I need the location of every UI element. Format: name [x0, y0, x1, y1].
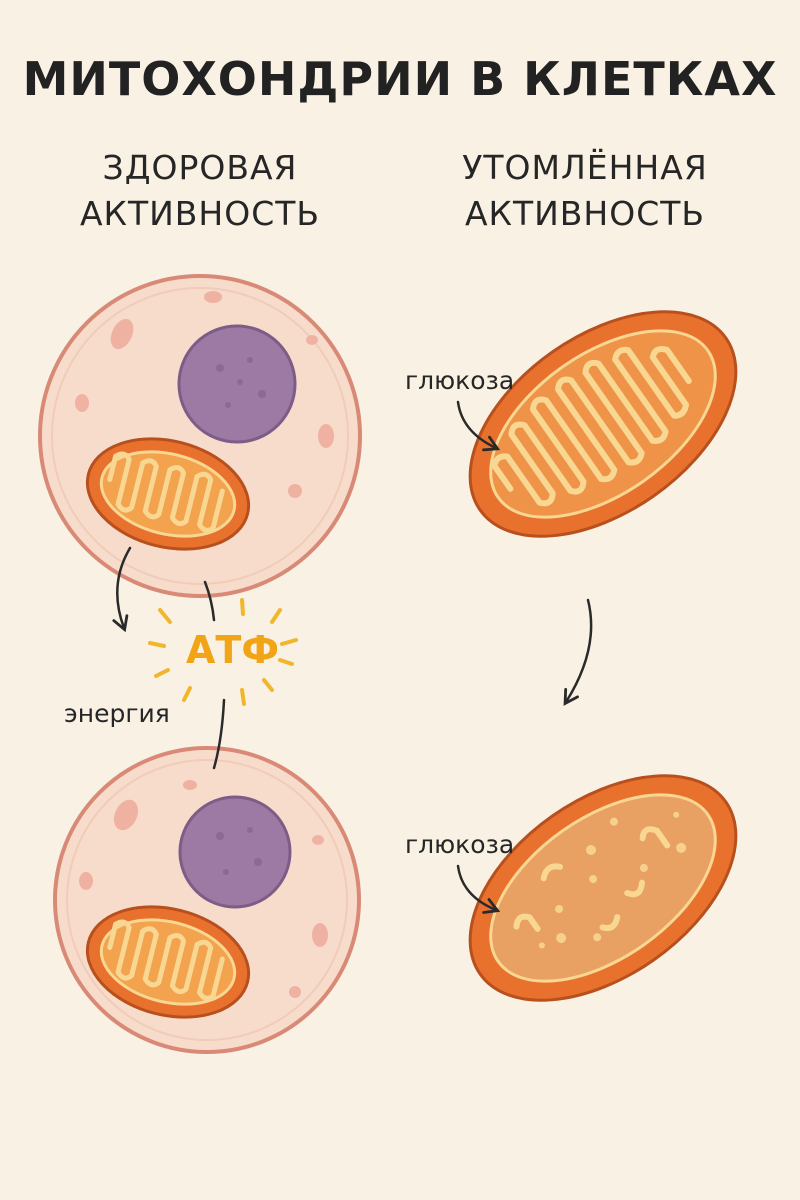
nucleus [177, 324, 297, 444]
line-to-atp [203, 580, 216, 622]
label-atp: АТФ [186, 628, 280, 672]
label-energy: энергия [64, 699, 170, 728]
nucleus [178, 795, 292, 909]
tired-mitochondrion-bottom [468, 774, 738, 1002]
heading-healthy-line1: ЗДОРОВАЯ [102, 148, 298, 187]
page-title: МИТОХОНДРИИ В КЛЕТКАХ [22, 52, 778, 106]
healthy-cell-bottom [53, 746, 361, 1054]
heading-tired-line1: УТОМЛЁННАЯ [462, 148, 708, 187]
organelle-spots [75, 291, 334, 498]
degraded-cristae [513, 826, 671, 932]
arrow-glucose-top [456, 400, 501, 452]
mitochondrion [85, 437, 251, 551]
arrow-glucose-bottom [456, 864, 501, 914]
organelle-spots [79, 780, 328, 998]
label-glucose-top: глюкоза [405, 366, 515, 395]
healthy-cell-top [38, 274, 362, 598]
arrow-down-right [563, 598, 593, 706]
heading-tired-line2: АКТИВНОСТЬ [464, 194, 706, 233]
heading-tired-activity: УТОМЛЁННАЯ АКТИВНОСТЬ [425, 145, 745, 237]
tired-mitochondrion-top [468, 310, 738, 538]
line-atp-to-cell [212, 698, 226, 770]
heading-healthy-line2: АКТИВНОСТЬ [79, 194, 321, 233]
label-glucose-bottom: глюкоза [405, 830, 515, 859]
degraded-granules [538, 811, 687, 949]
arrow-to-left [112, 546, 132, 633]
atp-burst-rays [148, 598, 298, 706]
heading-healthy-activity: ЗДОРОВАЯ АКТИВНОСТЬ [40, 145, 360, 237]
mitochondrion [85, 905, 251, 1019]
